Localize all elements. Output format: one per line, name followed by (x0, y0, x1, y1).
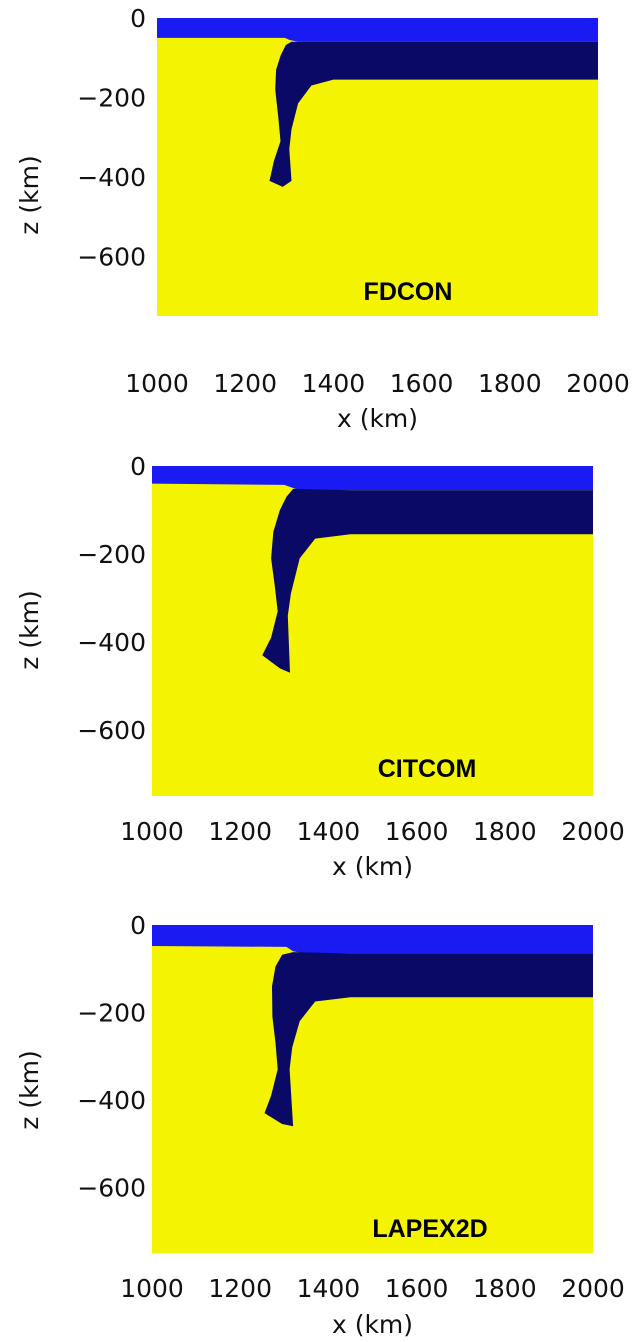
y-tick-label: −600 (77, 1173, 146, 1202)
crust-layer (152, 466, 593, 491)
x-tick-label: 1200 (213, 369, 277, 398)
x-axis-label: x (km) (332, 852, 413, 881)
y-tick-label: 0 (130, 911, 146, 940)
y-tick-label: −200 (77, 998, 146, 1027)
subducting-slab (264, 952, 593, 1127)
x-tick-label: 2000 (561, 817, 625, 846)
y-tick-label: −400 (77, 163, 146, 192)
y-tick-label: −400 (77, 1086, 146, 1115)
y-axis-label: z (km) (15, 155, 44, 234)
subducting-slab (262, 488, 593, 673)
x-tick-label: 1600 (385, 817, 449, 846)
x-tick-label: 1000 (125, 369, 189, 398)
x-tick-label: 1000 (120, 1274, 184, 1303)
y-tick-label: −200 (77, 83, 146, 112)
subducting-slab (269, 41, 598, 187)
x-tick-label: 1800 (473, 1274, 537, 1303)
x-tick-label: 1400 (297, 1274, 361, 1303)
x-tick-label: 1600 (390, 369, 454, 398)
x-axis-label: x (km) (337, 404, 418, 433)
x-tick-label: 2000 (561, 1274, 625, 1303)
y-tick-label: −200 (77, 540, 146, 569)
x-tick-label: 1800 (478, 369, 542, 398)
y-tick-label: −600 (77, 242, 146, 271)
y-tick-label: −600 (77, 716, 146, 745)
panel-fdcon: FDCON 0 −200 −400 −600 1000 1200 1400 1600 1800 20… (15, 4, 630, 433)
crust-layer (152, 925, 593, 954)
x-tick-label: 1400 (297, 817, 361, 846)
y-tick-label: 0 (130, 452, 146, 481)
y-tick-label: −400 (77, 628, 146, 657)
x-tick-label: 1600 (385, 1274, 449, 1303)
crust-layer (157, 18, 598, 42)
x-tick-label: 1800 (473, 817, 537, 846)
panel-label: FDCON (364, 278, 453, 306)
y-axis-label: z (km) (15, 590, 44, 669)
x-tick-label: 1400 (302, 369, 366, 398)
y-axis-label: z (km) (15, 1050, 44, 1129)
x-tick-label: 1200 (208, 817, 272, 846)
x-tick-label: 1200 (208, 1274, 272, 1303)
x-tick-label: 2000 (566, 369, 630, 398)
panel-label: LAPEX2D (372, 1215, 487, 1243)
y-tick-label: 0 (130, 4, 146, 33)
x-tick-label: 1000 (120, 817, 184, 846)
x-axis-label: x (km) (332, 1310, 413, 1339)
panel-label: CITCOM (378, 755, 477, 783)
panel-citcom: CITCOM 0 −200 −400 −600 1000 1200 1400 1600 1800 2… (15, 452, 625, 881)
panel-lapex2d: LAPEX2D 0 −200 −400 −600 1000 1200 1400 1600 1800… (15, 911, 625, 1339)
